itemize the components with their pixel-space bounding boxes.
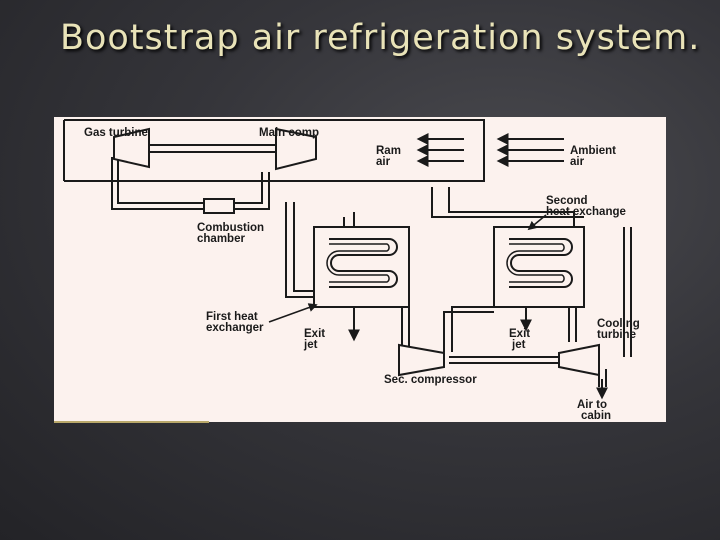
label-second-heat-exchange-1: Second: [546, 195, 588, 207]
label-air-to-cabin-2: cabin: [581, 410, 611, 422]
accent-underline: [54, 421, 209, 423]
label-cooling-turbine-2: turbine: [597, 329, 636, 341]
main-compressor-shape: [275, 127, 317, 171]
label-combustion-chamber-2: chamber: [197, 233, 245, 245]
label-exit-jet-1b: jet: [303, 339, 318, 351]
label-second-heat-exchange-2: heat exchange: [546, 206, 626, 218]
label-exit-jet-1a: Exit: [304, 328, 325, 340]
slide-title: Bootstrap air refrigeration system.: [60, 18, 701, 58]
second-hx-leader: [527, 214, 547, 231]
gas-turbine-shape: [113, 127, 150, 169]
second-heat-exchanger-shape: [493, 226, 585, 308]
label-ram-air-1: Ram: [376, 145, 401, 157]
label-combustion-chamber-1: Combustion: [197, 222, 264, 234]
label-exit-jet-2b: jet: [511, 339, 526, 351]
ducting: [63, 119, 632, 387]
label-exit-jet-2a: Exit: [509, 328, 530, 340]
sec-compressor-shape: [398, 343, 445, 377]
label-air-to-cabin-1: Air to: [577, 399, 607, 411]
label-first-heat-exchanger-2: exchanger: [206, 322, 264, 334]
label-gas-turbine: Gas turbine: [84, 127, 148, 139]
first-hx-leader: [268, 303, 318, 323]
label-cooling-turbine-1: Cooling: [597, 318, 640, 330]
bootstrap-diagram: Gas turbine Main comp Ram air Ambient ai…: [54, 117, 666, 422]
label-ambient-air-1: Ambient: [570, 145, 616, 157]
label-ram-air-2: air: [376, 156, 391, 168]
label-sec-compressor: Sec. compressor: [384, 374, 477, 386]
combustion-chamber-shape: [203, 198, 235, 214]
ambient-air-arrows: [496, 133, 564, 167]
label-first-heat-exchanger-1: First heat: [206, 311, 258, 323]
ram-air-arrows: [416, 133, 464, 167]
label-main-comp: Main comp: [259, 127, 319, 139]
cooling-turbine-shape: [558, 343, 600, 377]
label-ambient-air-2: air: [570, 156, 585, 168]
first-heat-exchanger-shape: [313, 226, 410, 308]
